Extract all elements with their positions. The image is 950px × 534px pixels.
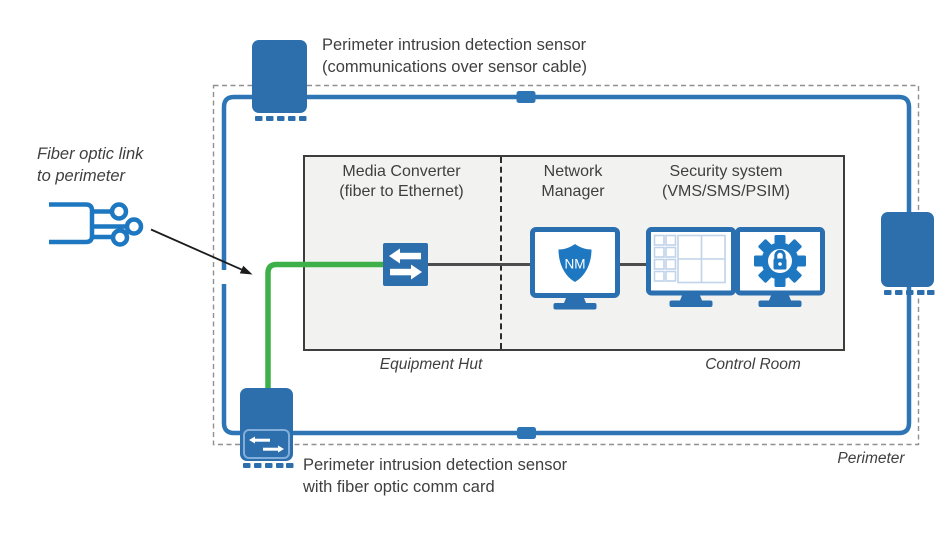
caption-line: (communications over sensor cable) (322, 57, 588, 76)
fiber-optic-link-icon (49, 202, 144, 247)
header-line: Media Converter (342, 163, 461, 180)
cable-splice-top-icon (516, 91, 536, 103)
caption-line: Perimeter intrusion detection sensor (322, 36, 587, 54)
header-line: Security system (669, 163, 783, 180)
caption-line: Fiber optic link (37, 145, 144, 163)
room-divider (500, 157, 502, 349)
sensor-pins (243, 463, 294, 468)
media-converter-header: Media Converter (fiber to Ethernet) (305, 162, 498, 202)
caption-line: to perimeter (37, 166, 126, 185)
media-converter-icon (383, 243, 428, 286)
vms-video-wall-monitor-icon (646, 227, 736, 307)
header-line: Network (543, 163, 603, 180)
control-room-label: Control Room (705, 356, 801, 373)
equipment-hut-label: Equipment Hut (379, 356, 483, 373)
bottom-sensor-caption: Perimeter intrusion detection sensor wit… (303, 455, 567, 498)
header-line: Manager (541, 183, 605, 200)
header-line: (VMS/SMS/PSIM) (661, 183, 790, 200)
perimeter-sensor-right-icon (881, 212, 935, 295)
perimeter-sensor-fiber-icon (240, 388, 294, 468)
fiber-optic-cable-green (265, 261, 386, 391)
top-sensor-caption: Perimeter intrusion detection sensor (co… (322, 35, 587, 78)
gear-lock-icon (754, 235, 806, 287)
fiber-comm-card-icon (243, 429, 290, 459)
caption-line: Perimeter intrusion detection sensor (303, 456, 568, 474)
header-line: (fiber to Ethernet) (339, 183, 464, 200)
network-manager-monitor-icon: NM (530, 227, 620, 310)
nm-badge-text: NM (565, 257, 586, 272)
video-wall-grid (653, 234, 726, 284)
sensor-pins (255, 116, 307, 121)
cable-splice-bottom-icon (517, 427, 536, 439)
perimeter-label: Perimeter (837, 450, 905, 467)
caption-line: with fiber optic comm card (303, 477, 495, 496)
pointer-arrow-icon (150, 228, 253, 275)
fiber-link-caption: Fiber optic link to perimeter (37, 144, 143, 187)
security-gear-lock-monitor-icon (735, 227, 825, 307)
sensor-pins (884, 290, 935, 295)
perimeter-sensor-top-icon (252, 40, 307, 121)
network-manager-header: Network Manager (500, 162, 646, 202)
nm-shield-icon: NM (558, 244, 592, 282)
security-system-header: Security system (VMS/SMS/PSIM) (647, 162, 805, 202)
